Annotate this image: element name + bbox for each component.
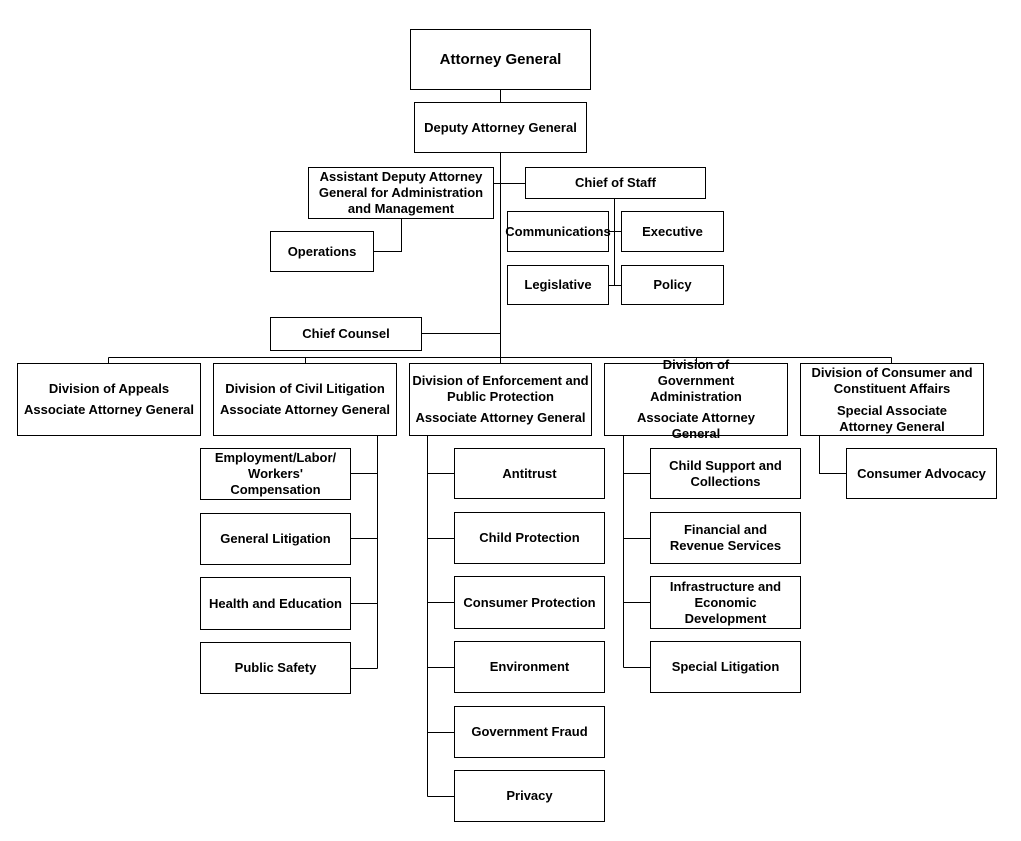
division-appeals-box: Division of Appeals Associate Attorney G… (17, 363, 201, 436)
privacy-box: Privacy (454, 770, 605, 822)
child-protection-label: Child Protection (479, 530, 580, 545)
antitrust-label: Antitrust (502, 465, 557, 481)
connector-consumer-branch (819, 435, 847, 474)
division-enforcement-box: Division of Enforcement and Public Prote… (409, 363, 592, 436)
child-support-box: Child Support and Collections (650, 448, 801, 499)
chief-counsel-box: Chief Counsel (270, 317, 422, 351)
special-litigation-box: Special Litigation (650, 641, 801, 693)
attorney-general-box: Attorney General (410, 29, 591, 90)
assistant-deputy-ag-box: Assistant Deputy Attorney General for Ad… (308, 167, 494, 219)
privacy-label: Privacy (506, 788, 553, 803)
special-litigation-label: Special Litigation (671, 659, 780, 674)
deputy-attorney-general-label: Deputy Attorney General (424, 119, 577, 135)
consumer-protection-box: Consumer Protection (454, 576, 605, 629)
child-support-label: Child Support and Collections (669, 457, 782, 489)
legislative-box: Legislative (507, 265, 609, 305)
division-government-admin-title: Associate Attorney General (637, 410, 755, 441)
government-fraud-box: Government Fraud (454, 706, 605, 758)
employment-labor-box: Employment/Labor/ Workers' Compensation (200, 448, 351, 500)
communications-box: Communications (505, 211, 611, 252)
consumer-advocacy-label: Consumer Advocacy (857, 465, 986, 481)
executive-label: Executive (642, 223, 703, 239)
general-litigation-label: General Litigation (220, 531, 331, 546)
general-litigation-box: General Litigation (200, 513, 351, 565)
communications-label: Communications (505, 223, 611, 239)
policy-label: Policy (653, 277, 692, 292)
deputy-attorney-general-box: Deputy Attorney General (414, 102, 587, 153)
division-consumer-affairs-box: Division of Consumer and Constituent Aff… (800, 363, 984, 436)
financial-revenue-box: Financial and Revenue Services (650, 512, 801, 564)
connector-operations (374, 218, 402, 252)
government-fraud-label: Government Fraud (471, 724, 588, 739)
environment-label: Environment (489, 659, 570, 674)
division-consumer-affairs-name: Division of Consumer and Constituent Aff… (811, 364, 973, 396)
division-consumer-affairs-title: Special Associate Attorney General (836, 402, 948, 434)
consumer-advocacy-box: Consumer Advocacy (846, 448, 997, 499)
attorney-general-label: Attorney General (439, 50, 562, 68)
consumer-protection-label: Consumer Protection (463, 594, 596, 610)
division-government-admin-name: Division of Government Administration (650, 357, 742, 404)
infrastructure-label: Infrastructure and Economic Development (669, 578, 782, 626)
division-civil-litigation-name: Division of Civil Litigation (225, 381, 385, 396)
infrastructure-box: Infrastructure and Economic Development (650, 576, 801, 629)
environment-box: Environment (454, 641, 605, 693)
division-appeals-name: Division of Appeals (48, 381, 170, 396)
public-safety-label: Public Safety (234, 660, 317, 675)
division-civil-litigation-title: Associate Attorney General (219, 402, 391, 417)
chief-of-staff-box: Chief of Staff (525, 167, 706, 199)
executive-box: Executive (621, 211, 724, 252)
public-safety-box: Public Safety (200, 642, 351, 694)
policy-box: Policy (621, 265, 724, 305)
chief-of-staff-label: Chief of Staff (575, 175, 656, 190)
operations-box: Operations (270, 231, 374, 272)
employment-labor-label: Employment/Labor/ Workers' Compensation (214, 450, 337, 497)
assistant-deputy-ag-label: Assistant Deputy Attorney General for Ad… (318, 169, 484, 216)
operations-label: Operations (287, 243, 357, 259)
health-education-box: Health and Education (200, 577, 351, 630)
antitrust-box: Antitrust (454, 448, 605, 499)
division-enforcement-title: Associate Attorney General (415, 410, 586, 425)
health-education-label: Health and Education (209, 595, 342, 611)
division-enforcement-name: Division of Enforcement and Public Prote… (412, 373, 589, 404)
chief-counsel-label: Chief Counsel (302, 326, 390, 341)
child-protection-box: Child Protection (454, 512, 605, 564)
financial-revenue-label: Financial and Revenue Services (669, 522, 782, 553)
division-appeals-title: Associate Attorney General (23, 402, 195, 417)
division-civil-litigation-box: Division of Civil Litigation Associate A… (213, 363, 397, 436)
division-government-admin-box: Division of Government Administration As… (604, 357, 788, 441)
legislative-label: Legislative (524, 277, 592, 292)
